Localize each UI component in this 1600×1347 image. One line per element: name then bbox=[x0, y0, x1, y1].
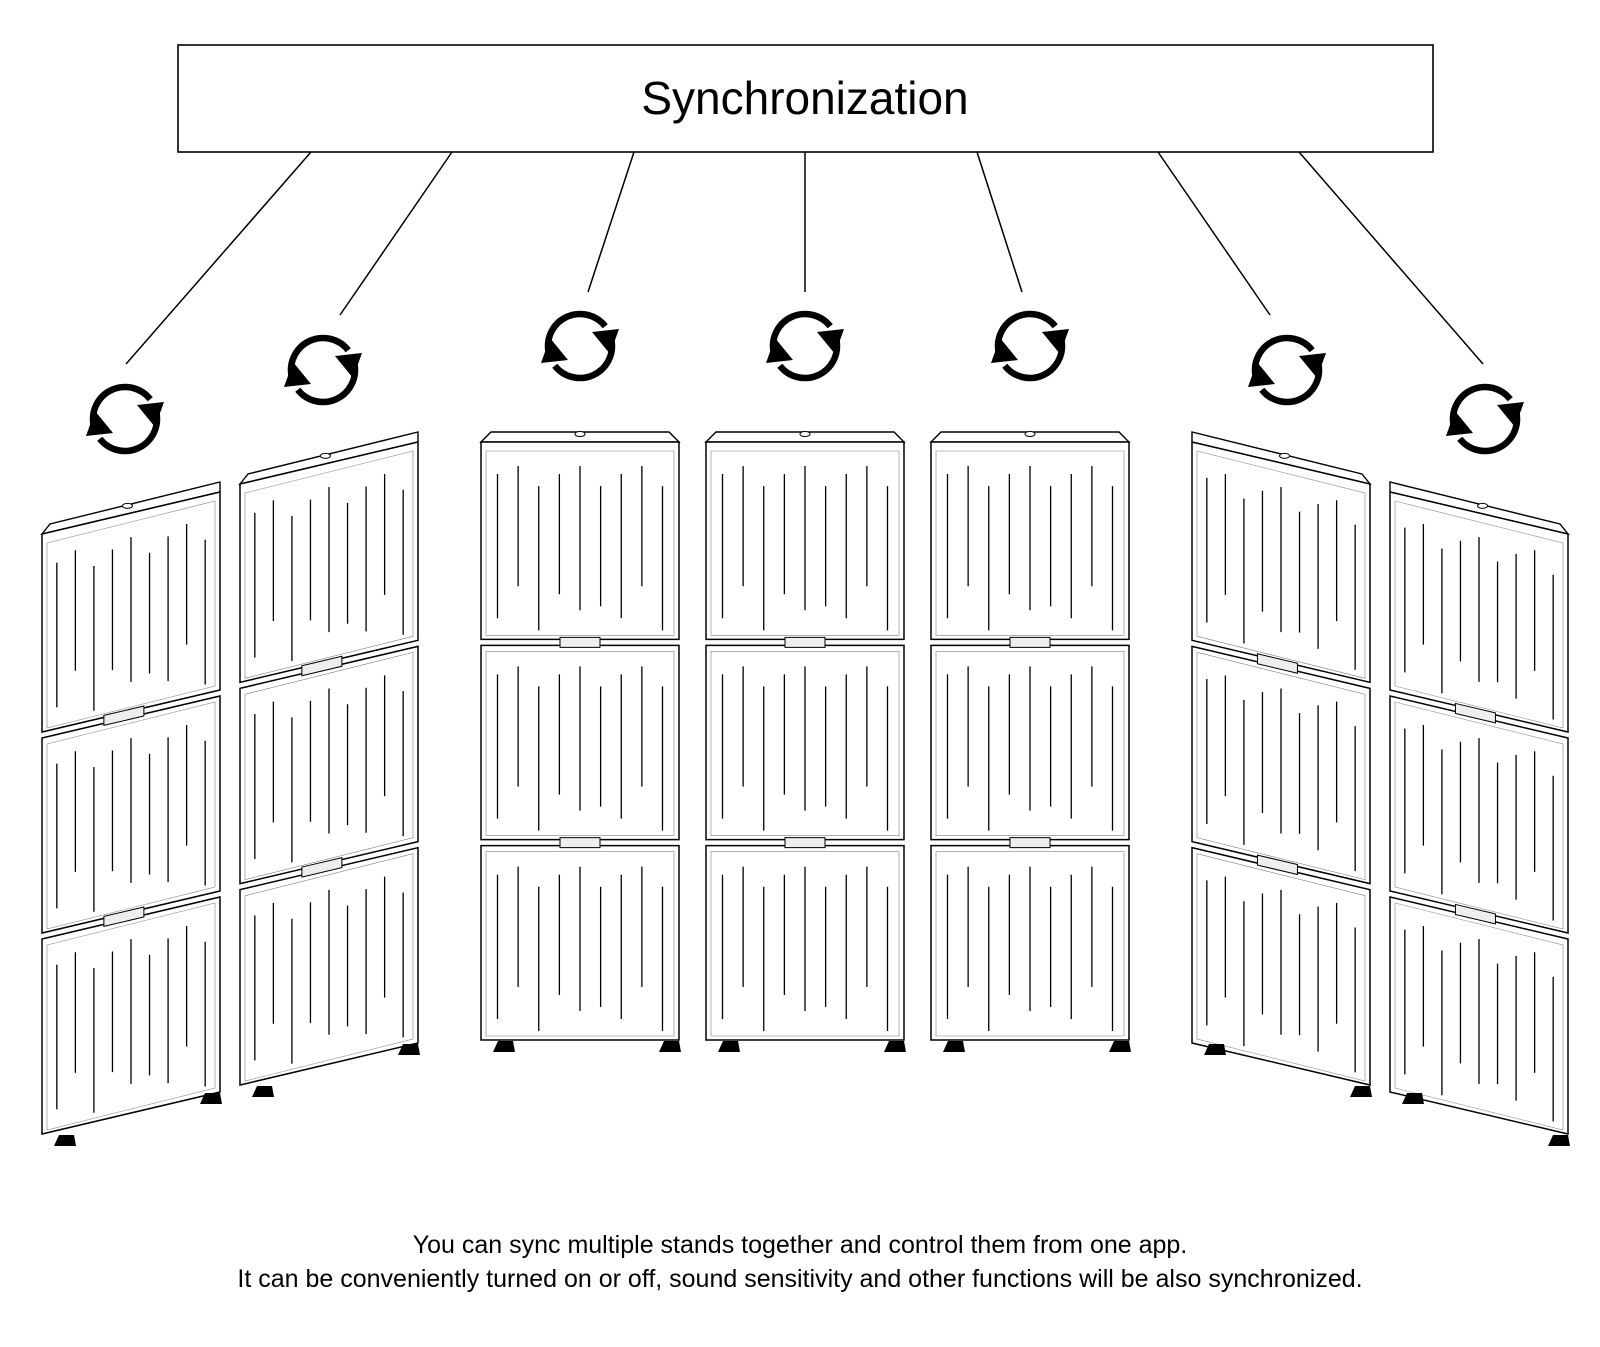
sync-icon bbox=[541, 310, 619, 382]
connector-line-7 bbox=[1298, 151, 1484, 365]
panel-connector bbox=[784, 636, 826, 648]
sync-icon bbox=[766, 310, 844, 382]
stand-foot bbox=[718, 1041, 740, 1052]
stand-foot bbox=[54, 1135, 76, 1146]
stand-foot bbox=[1402, 1093, 1424, 1104]
stand-2 bbox=[238, 431, 420, 1097]
sync-icon bbox=[1248, 334, 1326, 406]
stand-foot bbox=[252, 1086, 274, 1097]
stand-foot bbox=[659, 1041, 681, 1052]
connector-line-5 bbox=[976, 151, 1023, 293]
stand-6 bbox=[1191, 431, 1372, 1097]
stand-foot bbox=[200, 1093, 222, 1104]
connector-lines bbox=[125, 151, 1484, 365]
panel-connector bbox=[301, 655, 343, 677]
caption-line-2: It can be conveniently turned on or off,… bbox=[237, 1265, 1363, 1293]
stand-foot bbox=[398, 1044, 420, 1055]
stand-5 bbox=[929, 431, 1131, 1052]
sync-icon bbox=[86, 383, 164, 455]
stand-foot bbox=[943, 1041, 965, 1052]
stand-foot bbox=[1548, 1135, 1570, 1146]
stand-foot bbox=[1109, 1041, 1131, 1052]
connector-line-3 bbox=[587, 151, 635, 293]
panel-connector bbox=[1009, 636, 1051, 648]
caption-line-1: You can sync multiple stands together an… bbox=[412, 1231, 1188, 1259]
panel-connector bbox=[784, 837, 826, 849]
sync-icons bbox=[86, 310, 1524, 455]
stand-foot bbox=[884, 1041, 906, 1052]
stands bbox=[40, 431, 1570, 1146]
sync-icon bbox=[991, 310, 1069, 382]
stand-1 bbox=[40, 481, 222, 1146]
diagram-title: Synchronization bbox=[641, 72, 968, 124]
panel-connector bbox=[103, 705, 145, 727]
panel-connector bbox=[559, 837, 601, 849]
stand-3 bbox=[479, 431, 681, 1052]
panel-connector bbox=[301, 856, 343, 878]
panel-connector bbox=[1454, 903, 1496, 925]
sync-icon bbox=[284, 334, 362, 406]
panel-connector bbox=[1256, 653, 1298, 674]
connector-line-2 bbox=[339, 151, 453, 316]
panel-connector bbox=[559, 636, 601, 648]
panel-connector bbox=[1009, 837, 1051, 849]
connector-line-6 bbox=[1157, 151, 1271, 316]
stand-4 bbox=[704, 431, 906, 1052]
sync-icon bbox=[1446, 383, 1524, 455]
connector-line-1 bbox=[125, 151, 312, 365]
title-box: Synchronization bbox=[177, 44, 1434, 153]
stand-foot bbox=[493, 1041, 515, 1052]
caption: You can sync multiple stands together an… bbox=[0, 1228, 1600, 1296]
panel-connector bbox=[103, 906, 145, 928]
stand-foot bbox=[1350, 1086, 1372, 1097]
stand-7 bbox=[1389, 481, 1570, 1146]
stand-foot bbox=[1204, 1044, 1226, 1055]
panel-connector bbox=[1256, 854, 1298, 876]
panel-connector bbox=[1454, 702, 1496, 724]
